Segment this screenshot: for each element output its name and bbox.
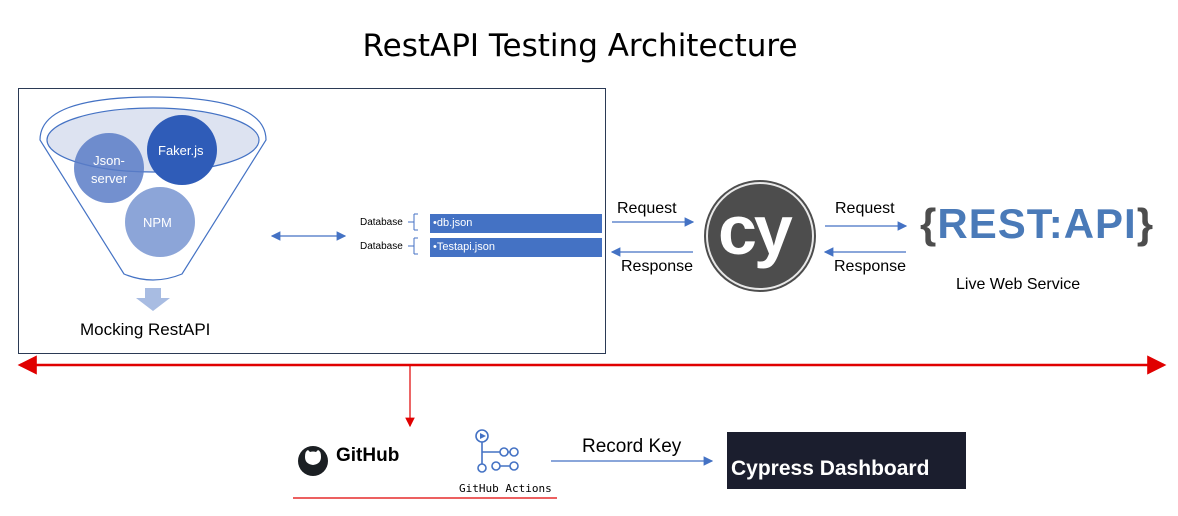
database-label-2: Database xyxy=(360,241,403,252)
cypress-dashboard-logo: Cypress Dashboard xyxy=(727,432,966,489)
rest-api-logo: {REST:API} xyxy=(920,200,1155,247)
faker-label: Faker.js xyxy=(158,143,204,158)
github-actions-label: GitHub Actions xyxy=(459,482,552,495)
live-service-caption: Live Web Service xyxy=(956,276,1081,293)
cypress-logo-icon xyxy=(704,180,816,292)
cypress-logo-text: cy xyxy=(718,191,793,269)
mocking-restapi-box xyxy=(18,88,606,354)
faker-circle xyxy=(147,115,217,185)
github-logo: GitHub xyxy=(336,445,400,466)
json-server-label: Json- server xyxy=(91,153,128,186)
record-key-label: Record Key xyxy=(582,436,682,457)
npm-label: NPM xyxy=(143,215,172,230)
response-label-right: Response xyxy=(834,258,907,275)
database-file-1: •db.json xyxy=(430,214,602,233)
database-file-2: •Testapi.json xyxy=(430,238,602,257)
database-label-1: Database xyxy=(360,217,403,228)
request-label-right: Request xyxy=(835,200,895,217)
diagram-title: RestAPI Testing Architecture xyxy=(362,28,798,64)
mocking-caption: Mocking RestAPI xyxy=(80,320,211,339)
funnel-down-arrow xyxy=(136,288,170,311)
json-server-circle xyxy=(74,133,144,203)
request-label-left: Request xyxy=(617,200,677,217)
npm-circle xyxy=(125,187,195,257)
github-actions-icon xyxy=(475,429,519,473)
github-octocat-icon xyxy=(298,446,328,476)
response-label-left: Response xyxy=(621,258,694,275)
